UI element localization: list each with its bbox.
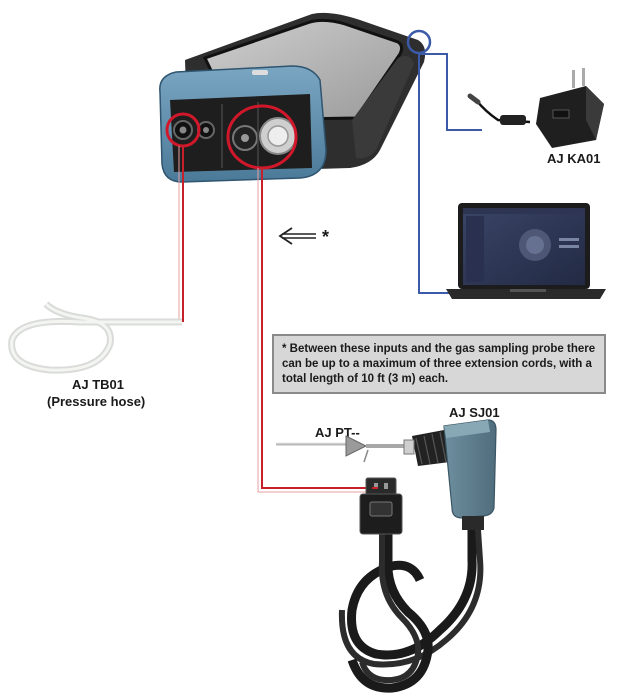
connection-lines xyxy=(178,53,482,493)
charger-illustration xyxy=(467,68,604,148)
extension-cord-note: * Between these inputs and the gas sampl… xyxy=(272,334,606,394)
probe-label: AJ PT-- xyxy=(315,425,360,440)
adapter-label: AJ SJ01 xyxy=(449,405,500,420)
usb-line-laptop xyxy=(418,54,452,294)
pressure-hose-label: AJ TB01 xyxy=(72,377,124,392)
laptop-illustration xyxy=(446,203,606,299)
asterisk-mark: * xyxy=(322,227,329,247)
gas-line-shadow xyxy=(257,168,372,493)
left-arrow-icon xyxy=(278,227,316,245)
usb-line-charger xyxy=(419,53,482,131)
adapter-illustration xyxy=(338,419,497,693)
charger-label: AJ KA01 xyxy=(547,151,600,166)
pressure-hose-desc: (Pressure hose) xyxy=(47,394,145,409)
analyzer-device xyxy=(159,12,432,183)
gas-line xyxy=(261,168,372,489)
probe-illustration xyxy=(276,430,450,466)
pressure-hose-illustration xyxy=(8,301,182,374)
